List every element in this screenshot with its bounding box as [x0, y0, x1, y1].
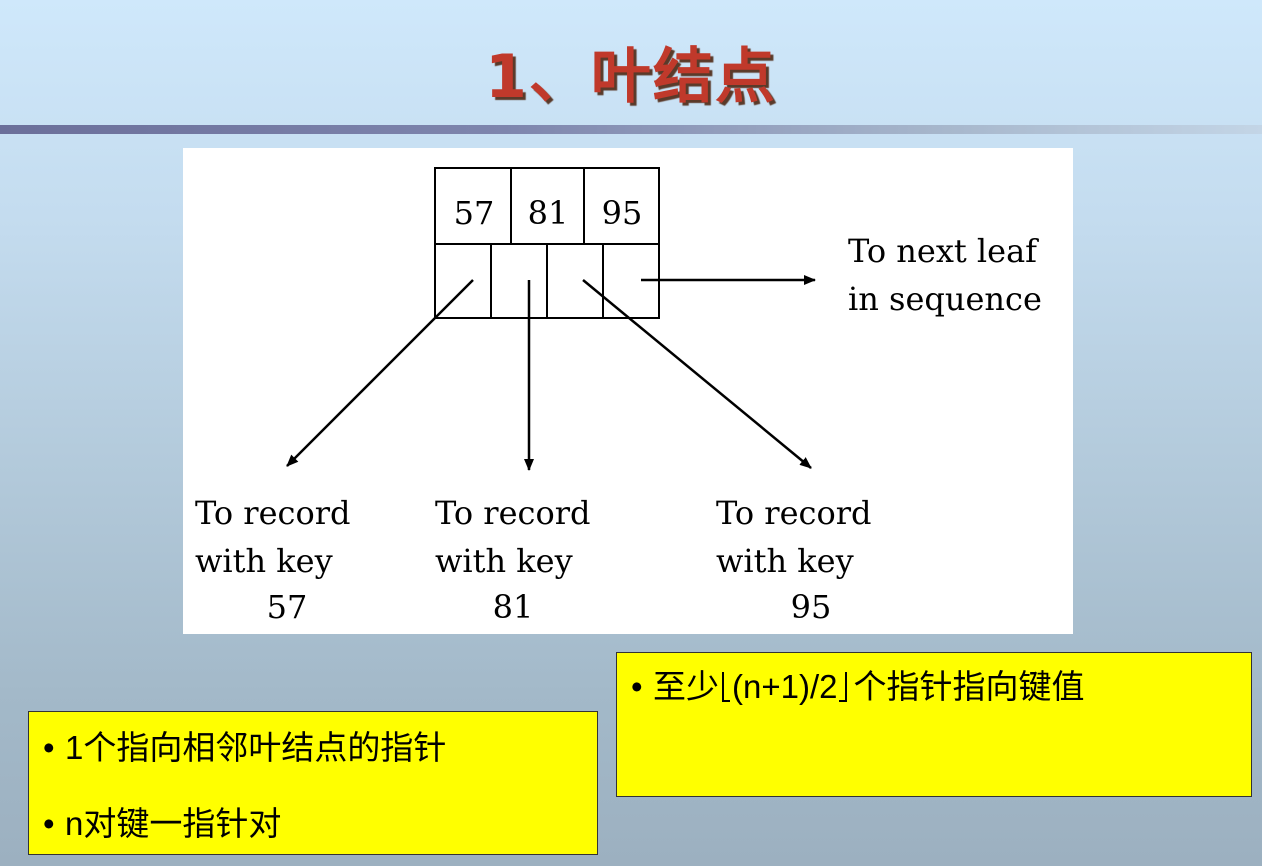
title-underline-bar [0, 125, 1262, 134]
record-label-line1: To record [435, 494, 591, 532]
record-key: 95 [791, 588, 832, 626]
record-label-line2: with key [435, 542, 573, 580]
key-value: 57 [454, 194, 495, 232]
min-pointers-note: • 至少 (n+1)/2 个指针指向键值 [616, 652, 1252, 797]
bullet-icon: • [43, 805, 55, 842]
record-key: 57 [267, 588, 308, 626]
pointer-arrow-95 [582, 279, 812, 469]
floor-formula: (n+1)/2 [732, 668, 838, 705]
record-key: 81 [493, 588, 534, 626]
slide-title: 1、叶结点 [485, 42, 777, 112]
next-leaf-label-line2: in sequence [848, 280, 1042, 318]
list-item: • n对键一指针对 [43, 798, 583, 850]
floor-left-bracket-icon [722, 672, 730, 702]
key-value: 95 [602, 194, 643, 232]
list-item: • 1个指向相邻叶结点的指针 [43, 722, 583, 774]
list-item-text: n对键一指针对 [65, 805, 282, 842]
bullet-icon: • [43, 729, 55, 766]
leaf-node-svg: 57 81 95 To next leaf in sequence To rec… [195, 167, 1042, 626]
key-value: 81 [528, 194, 569, 232]
min-pointers-line: • 至少 (n+1)/2 个指针指向键值 [631, 661, 1237, 713]
note-prefix: 至少 [653, 668, 719, 705]
note-suffix: 个指针指向键值 [853, 668, 1085, 705]
list-item-text: 1个指向相邻叶结点的指针 [65, 729, 447, 766]
floor-right-bracket-icon [839, 672, 848, 702]
record-label-line1: To record [716, 494, 872, 532]
bullet-icon: • [631, 668, 643, 705]
pointer-arrow-57 [286, 279, 474, 467]
record-label-line2: with key [195, 542, 333, 580]
leaf-node-diagram: 57 81 95 To next leaf in sequence To rec… [183, 148, 1073, 634]
record-label-line2: with key [716, 542, 854, 580]
next-leaf-label-line1: To next leaf [848, 232, 1039, 270]
leaf-contents-note: • 1个指向相邻叶结点的指针 • n对键一指针对 [28, 711, 598, 855]
record-label-line1: To record [195, 494, 351, 532]
